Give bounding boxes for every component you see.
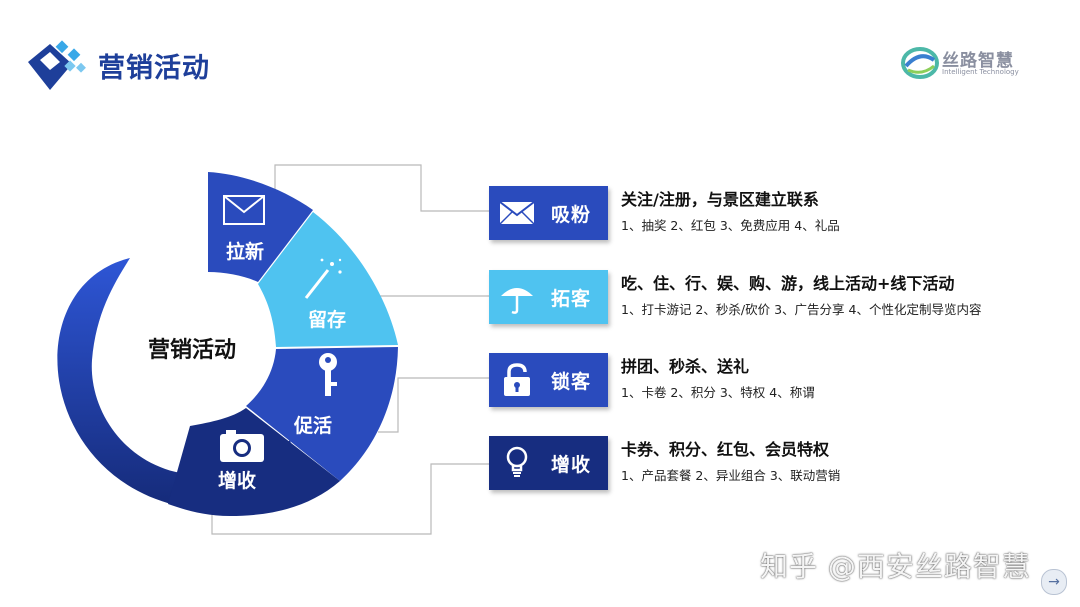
tag-label: 锁客: [551, 371, 592, 393]
left-crescent-segment: [57, 258, 306, 511]
tag-tuoke: 拓客: [489, 270, 608, 324]
camera-icon: [220, 430, 264, 462]
item-subtitle: 1、卡卷 2、积分 3、特权 4、称谓: [621, 385, 815, 400]
tag-suoke: 锁客: [489, 353, 608, 407]
brand-subtitle: Intelligent Technology: [942, 68, 1019, 76]
page-title: 营销活动: [98, 53, 210, 84]
lightbulb-icon: [506, 446, 528, 477]
item-title: 关注/注册，与景区建立联系: [621, 190, 819, 209]
segment-lanew: [208, 172, 313, 282]
list-item-tuoke: 拓客 吃、住、行、娱、购、游，线上活动+线下活动 1、打卡游记 2、秒杀/砍价 …: [489, 270, 1049, 326]
brand-swirl-icon: [901, 47, 939, 79]
logo-icon: [28, 40, 86, 90]
segment-cuhuo: [246, 347, 398, 481]
tag-label: 吸粉: [551, 204, 592, 226]
segment-label: 留存: [308, 308, 346, 331]
item-subtitle: 1、打卡游记 2、秒杀/砍价 3、广告分享 4、个性化定制导览内容: [621, 302, 982, 317]
center-label: 营销活动: [148, 338, 236, 363]
magic-wand-icon: [304, 258, 342, 299]
segment-label: 促活: [293, 414, 332, 437]
brand-name: 丝路智慧: [942, 51, 1014, 71]
brand-logo: 丝路智慧 Intelligent Technology: [900, 44, 1030, 84]
tag-label: 增收: [551, 454, 592, 476]
list-item-xifen: 吸粉 关注/注册，与景区建立联系 1、抽奖 2、红包 3、免费应用 4、礼品: [489, 186, 1049, 242]
umbrella-icon: [501, 288, 533, 314]
key-icon: [319, 353, 337, 396]
list-item-zengshou: 增收 卡券、积分、红包、会员特权 1、产品套餐 2、异业组合 3、联动营销: [489, 436, 1049, 492]
segment-liucun: [258, 212, 398, 347]
watermark: 知乎 @西安丝路智慧: [760, 550, 1031, 583]
list-item-suoke: 锁客 拼团、秒杀、送礼 1、卡卷 2、积分 3、特权 4、称谓: [489, 353, 1049, 409]
segment-label: 拉新: [226, 240, 264, 263]
tag-zengshou: 增收: [489, 436, 608, 490]
item-title: 吃、住、行、娱、购、游，线上活动+线下活动: [621, 274, 955, 293]
item-subtitle: 1、抽奖 2、红包 3、免费应用 4、礼品: [621, 218, 840, 233]
next-arrow-button[interactable]: →: [1041, 569, 1067, 595]
tag-xifen: 吸粉: [489, 186, 608, 240]
item-title: 拼团、秒杀、送礼: [621, 357, 750, 376]
lock-icon: [504, 363, 530, 396]
envelope-icon: [499, 201, 535, 225]
envelope-icon: [223, 195, 265, 225]
item-title: 卡券、积分、红包、会员特权: [621, 440, 830, 459]
tag-label: 拓客: [551, 288, 592, 310]
segment-label: 增收: [218, 469, 256, 492]
item-subtitle: 1、产品套餐 2、异业组合 3、联动营销: [621, 468, 841, 483]
